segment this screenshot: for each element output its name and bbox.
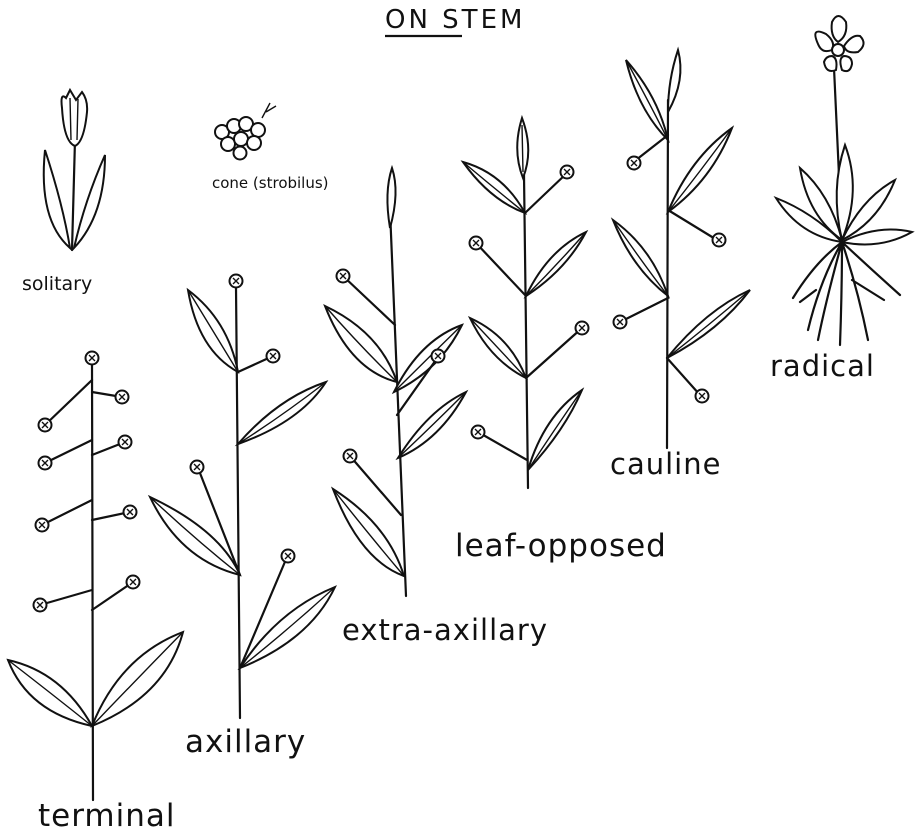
cone-icon [215, 117, 265, 160]
cauline-figure [613, 50, 750, 448]
label-leaf-opposed: leaf-opposed [455, 528, 667, 564]
star-flower-icon [815, 16, 863, 71]
axillary-figure [150, 275, 335, 719]
tulip-flower-icon [62, 90, 88, 146]
label-cone: cone (strobilus) [212, 174, 329, 192]
cone-figure [215, 103, 276, 160]
label-solitary: solitary [22, 273, 92, 295]
extra-axillary-figure [325, 168, 466, 596]
label-axillary: axillary [185, 724, 306, 760]
page-title: ON STEM [385, 5, 525, 35]
terminal-figure [8, 352, 183, 801]
leaf-opposed-figure [463, 118, 589, 488]
label-radical: radical [770, 349, 875, 383]
solitary-figure [44, 90, 105, 250]
label-terminal: terminal [38, 798, 176, 834]
label-cauline: cauline [610, 447, 721, 481]
radical-figure [776, 16, 912, 345]
label-extra-axillary: extra-axillary [342, 613, 548, 647]
